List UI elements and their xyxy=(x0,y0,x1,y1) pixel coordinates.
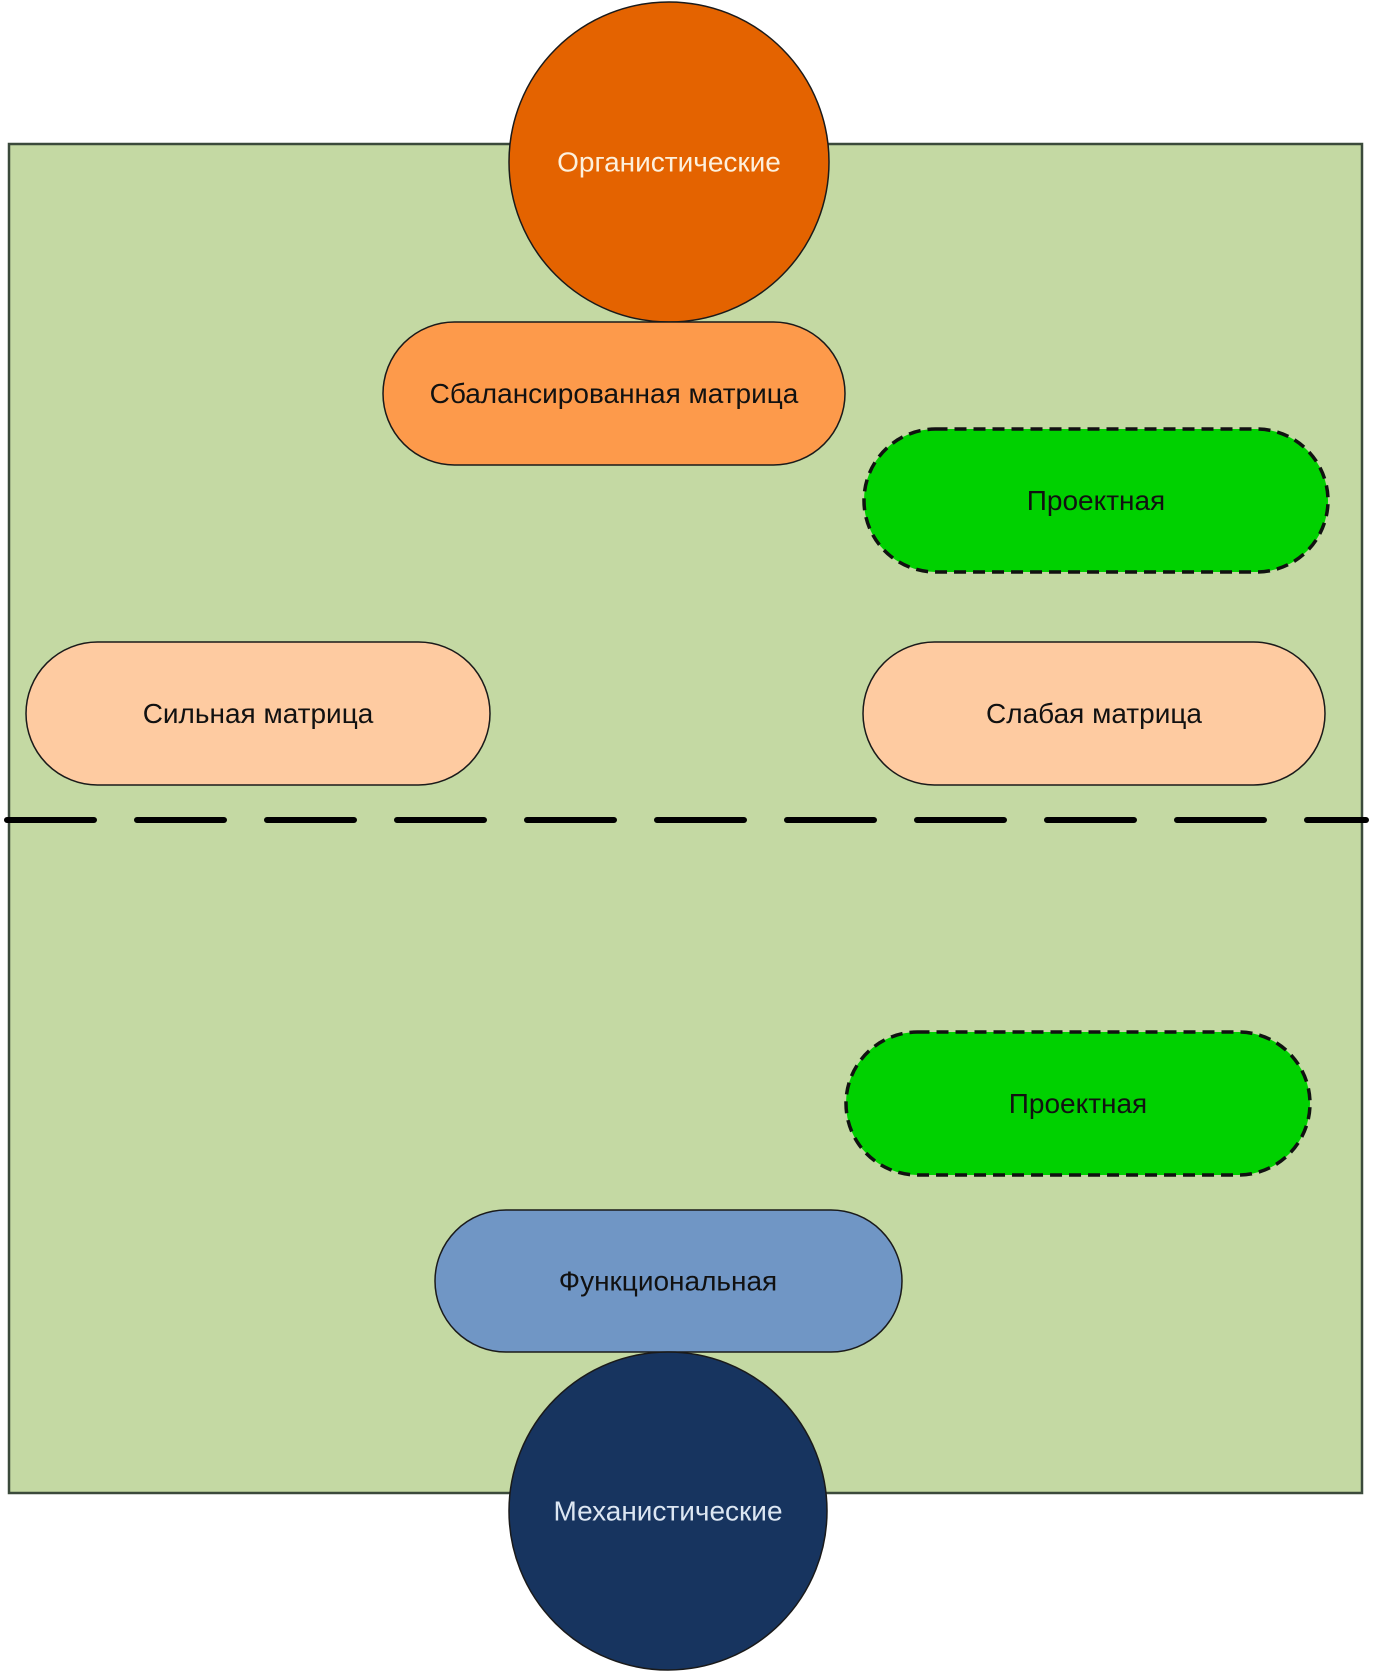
node-strong-matrix-shape xyxy=(25,641,491,786)
node-strong-matrix-label: Сильная матрица xyxy=(143,698,374,729)
node-balanced-matrix-label: Сбалансированная матрица xyxy=(430,378,799,409)
node-functional-label: Функциональная xyxy=(559,1266,777,1297)
pole-organic[interactable]: Органистические xyxy=(508,1,830,323)
node-strong-matrix[interactable]: Сильная матрица xyxy=(25,641,491,786)
node-balanced-matrix-shape xyxy=(382,321,846,466)
node-balanced-matrix[interactable]: Сбалансированная матрица xyxy=(382,321,846,466)
node-project-upper-shape xyxy=(862,427,1330,574)
node-weak-matrix[interactable]: Слабая матрица xyxy=(862,641,1326,786)
pole-mechanistic-label: Механистические xyxy=(553,1496,782,1527)
pole-mechanistic[interactable]: Механистические xyxy=(508,1351,828,1671)
node-project-lower[interactable]: Проектная xyxy=(844,1030,1312,1177)
node-project-upper-label: Проектная xyxy=(1027,485,1165,516)
node-functional[interactable]: Функциональная xyxy=(434,1209,903,1353)
node-weak-matrix-label: Слабая матрица xyxy=(986,698,1202,729)
pole-mechanistic-circle xyxy=(508,1351,828,1671)
node-project-upper[interactable]: Проектная xyxy=(862,427,1330,574)
node-project-lower-shape xyxy=(844,1030,1312,1177)
pole-organic-label: Органистические xyxy=(557,147,781,178)
node-weak-matrix-shape xyxy=(862,641,1326,786)
node-project-lower-label: Проектная xyxy=(1009,1088,1147,1119)
